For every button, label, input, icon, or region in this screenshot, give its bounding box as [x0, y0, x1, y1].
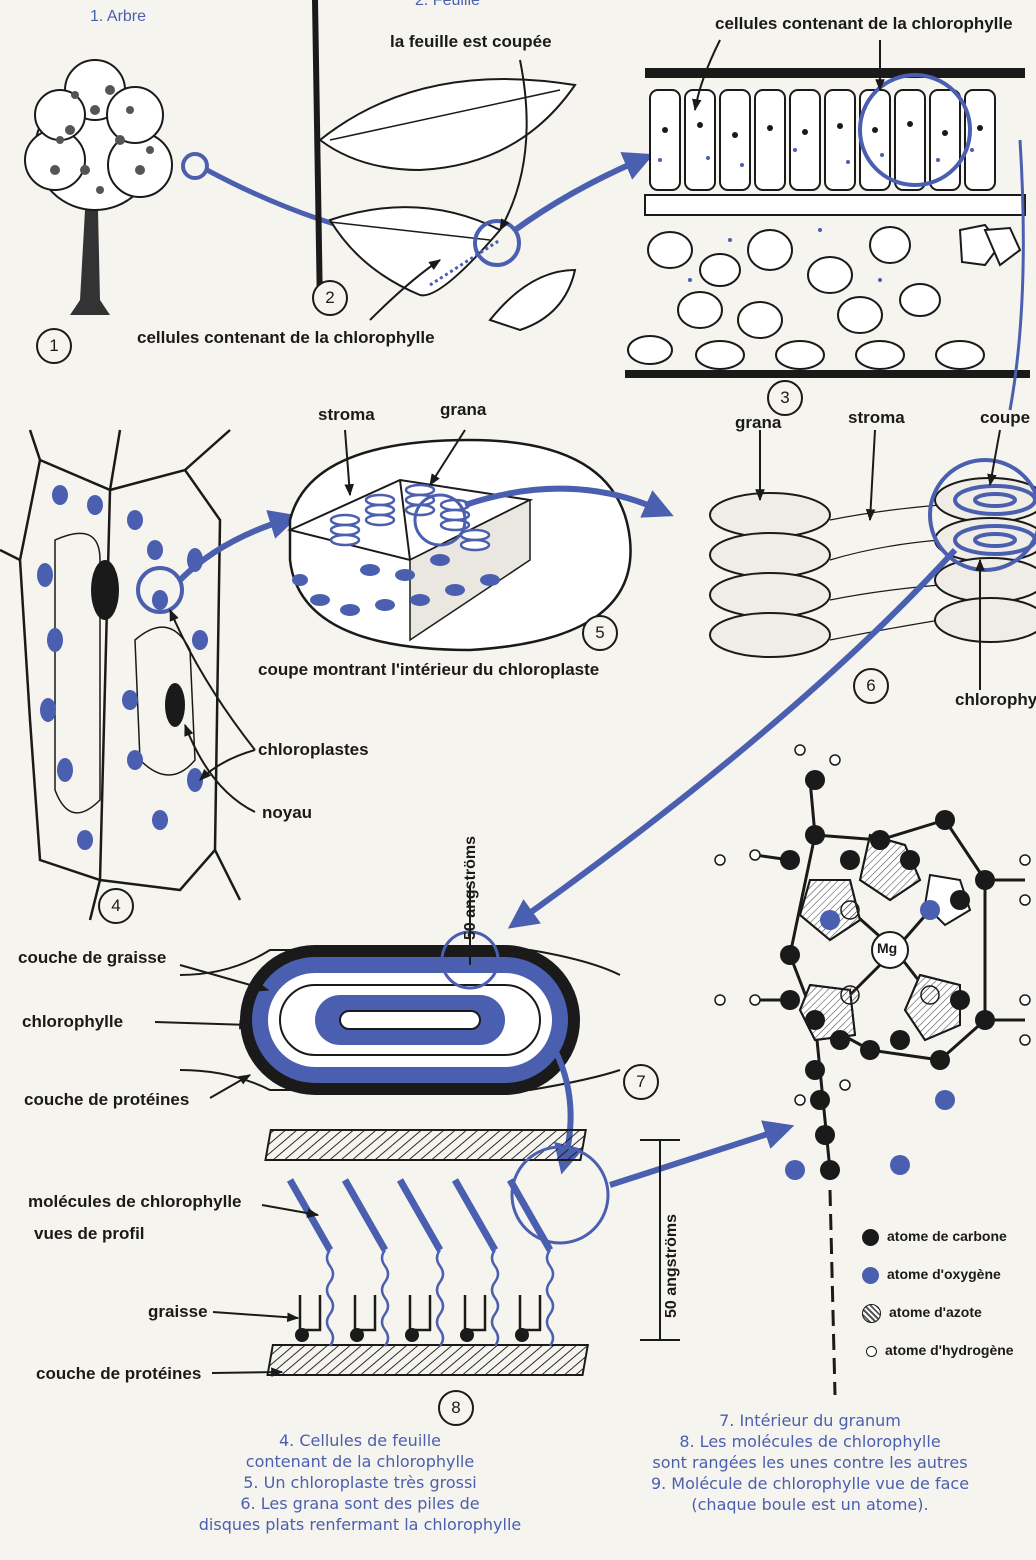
chlorophyll-layer-label: chlorophylle	[22, 1012, 123, 1032]
panel-number-6: 6	[853, 668, 889, 704]
profile-dimension-label: 50 angströms	[663, 1214, 681, 1318]
tree-drawing	[25, 60, 172, 315]
nucleus-small	[165, 683, 185, 727]
chloroplast-dots	[37, 485, 208, 850]
caption-left: 4. Cellules de feuille contenant de la c…	[150, 1430, 570, 1535]
arrow-leaf-to-section	[515, 160, 640, 230]
stack-chlorophyll-label: chlorophyl	[955, 690, 1036, 710]
legend-oxygen: atome d'oxygène	[862, 1266, 1001, 1284]
molecules-profile-label: molécules de chlorophylle	[28, 1192, 242, 1212]
carbon-dot-icon	[862, 1229, 879, 1246]
molecule-profile-drawing	[265, 1130, 587, 1375]
title-tree: 1. Arbre	[90, 8, 146, 26]
panel-number-1: 1	[36, 328, 72, 364]
chloroplast-drawing	[290, 440, 631, 650]
protein-layer-label: couche de protéines	[24, 1090, 189, 1110]
chloroplast-stroma-label: stroma	[318, 405, 375, 425]
stack-coupe-label: coupe	[980, 408, 1030, 428]
arrow-profile-to-molecule	[610, 1130, 780, 1185]
stack-stroma-label: stroma	[848, 408, 905, 428]
stack-grana-label: grana	[735, 413, 781, 433]
panel-number-4: 4	[98, 888, 134, 924]
molecule-zoom-circle	[512, 1147, 608, 1243]
molecule-front-drawing	[715, 745, 1030, 1395]
fat-layer-label: couche de graisse	[18, 948, 166, 968]
membrane-dimension-label: 50 angströms	[462, 836, 480, 940]
leaf-cells-label: cellules contenant de la chlorophylle	[137, 328, 435, 348]
chloroplast-caption: coupe montrant l'intérieur du chloroplas…	[258, 660, 599, 680]
panel-number-5: 5	[582, 615, 618, 651]
title-leaf: 2. Feuille	[415, 0, 480, 10]
legend-carbon: atome de carbone	[862, 1228, 1007, 1246]
section-cells-label: cellules contenant de la chlorophylle	[715, 14, 1013, 34]
nucleus-large	[91, 560, 119, 620]
magnesium-label: Mg	[877, 940, 897, 956]
granum-interior-drawing	[180, 945, 620, 1095]
nitrogen-dot-icon	[862, 1304, 881, 1323]
leaf-cut-label: la feuille est coupée	[390, 32, 552, 52]
legend-hydrogen: atome d'hydrogène	[866, 1342, 1014, 1358]
tree-zoom-circle	[183, 154, 207, 178]
legend-nitrogen: atome d'azote	[862, 1304, 982, 1323]
chloroplast-grana-label: grana	[440, 400, 486, 420]
fat-label: graisse	[148, 1302, 208, 1322]
nucleus-label: noyau	[262, 803, 312, 823]
panel-number-8: 8	[438, 1390, 474, 1426]
caption-right: 7. Intérieur du granum 8. Les molécules …	[600, 1410, 1020, 1515]
chloroplasts-label: chloroplastes	[258, 740, 369, 760]
hydrogen-dot-icon	[866, 1346, 877, 1357]
panel-number-3: 3	[767, 380, 803, 416]
profile-view-label: vues de profil	[34, 1224, 145, 1244]
protein-bottom-label: couche de protéines	[36, 1364, 201, 1384]
oxygen-dot-icon	[862, 1267, 879, 1284]
panel-number-7: 7	[623, 1064, 659, 1100]
panel-number-2: 2	[312, 280, 348, 316]
